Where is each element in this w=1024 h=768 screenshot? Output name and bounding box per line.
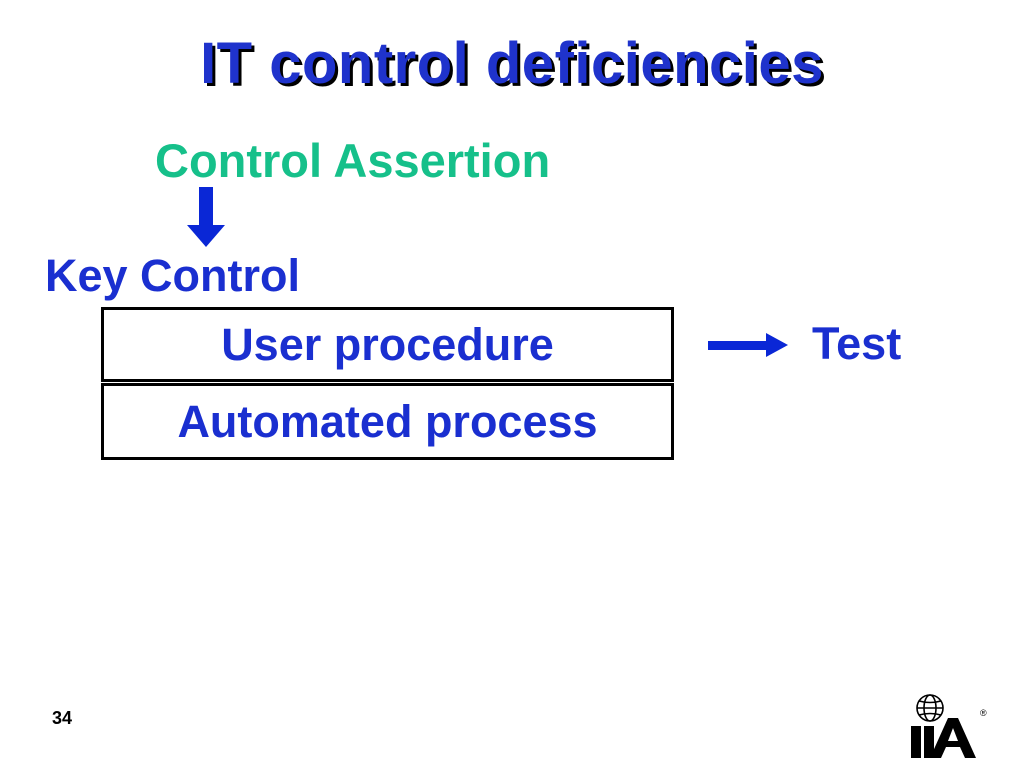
automated-process-box: Automated process bbox=[101, 383, 674, 460]
arrow-down-head bbox=[187, 225, 225, 247]
iia-logo: ® bbox=[911, 694, 987, 758]
user-procedure-text: User procedure bbox=[221, 318, 554, 370]
arrow-right-head bbox=[766, 333, 788, 357]
slide-title: IT control deficiencies bbox=[200, 31, 824, 96]
iia-globe-icon bbox=[916, 694, 944, 722]
arrow-right-shaft bbox=[708, 341, 768, 350]
iia-letters bbox=[911, 718, 976, 758]
automated-process-text: Automated process bbox=[177, 395, 598, 447]
registered-mark: ® bbox=[980, 708, 987, 718]
test-label: Test bbox=[812, 318, 902, 369]
arrow-down-icon bbox=[187, 187, 225, 247]
arrow-down-shaft bbox=[199, 187, 213, 227]
page-number: 34 bbox=[52, 708, 73, 728]
arrow-right-icon bbox=[708, 333, 788, 357]
control-assertion-label: Control Assertion bbox=[155, 134, 551, 187]
user-procedure-box: User procedure bbox=[101, 307, 674, 382]
key-control-label: Key Control bbox=[45, 250, 301, 301]
